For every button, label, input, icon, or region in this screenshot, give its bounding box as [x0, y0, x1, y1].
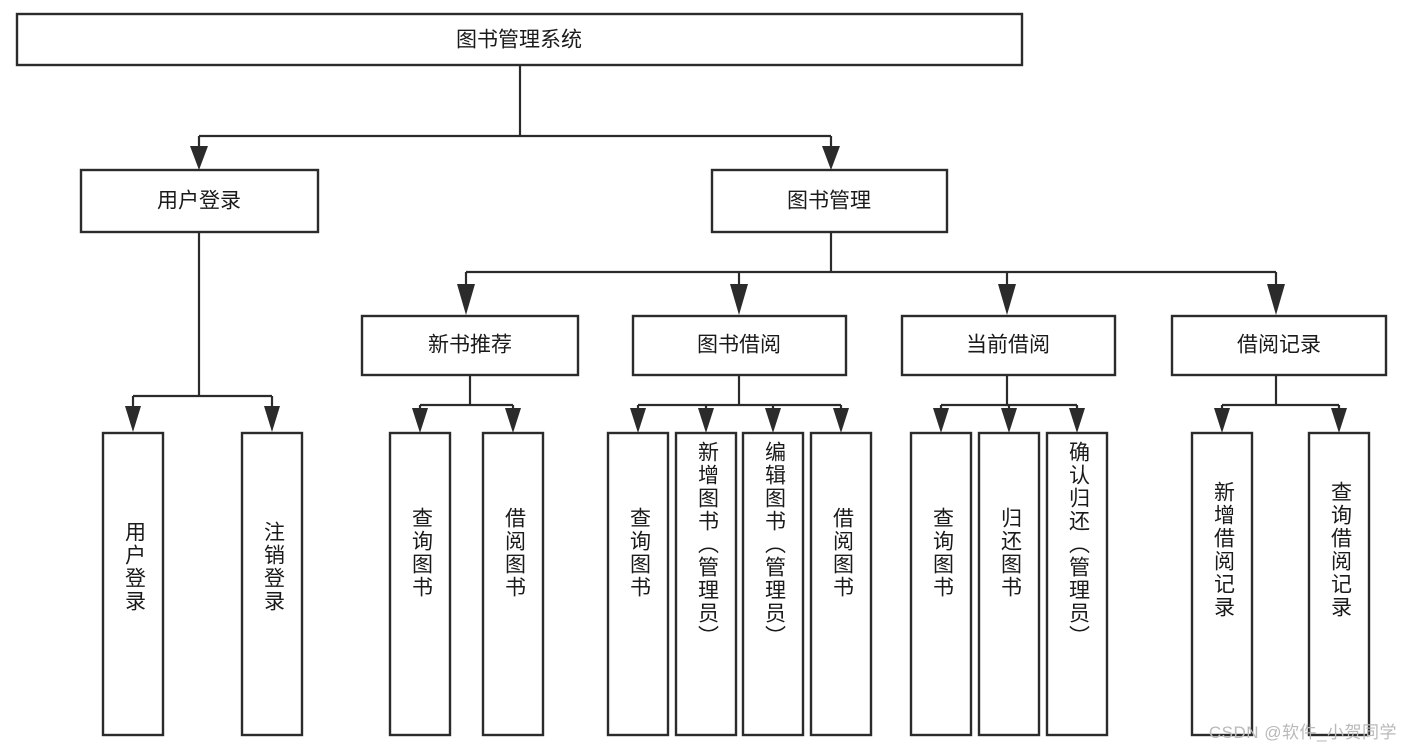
leaf-confirm-return-box[interactable]: [1045, 431, 1109, 737]
arrow-to-book-borrow: [730, 284, 748, 315]
node-user-login-label: 用户登录: [157, 190, 241, 213]
arrow-to-book-manage: [822, 146, 840, 170]
leaf-logout-box[interactable]: [240, 431, 304, 737]
arrow-to-leaf-borrow-book-1: [505, 408, 521, 433]
leaf-borrow-book-1-box[interactable]: [481, 431, 545, 737]
arrow-to-leaf-add-book: [698, 408, 714, 433]
arrow-to-new-book-rec: [457, 284, 475, 315]
node-user-login-box[interactable]: [79, 168, 320, 234]
edges-book-borrow-to-leaves: [630, 375, 849, 433]
leaf-edit-book-box[interactable]: [741, 431, 805, 737]
node-current-borrow[interactable]: 当前借阅: [900, 314, 1117, 377]
leaf-query-book-2-box[interactable]: [606, 431, 670, 737]
arrow-to-leaf-borrow-book-2: [833, 408, 849, 433]
arrow-to-leaf-logout: [264, 406, 280, 432]
leaf-add-book-box[interactable]: [674, 431, 738, 737]
node-borrow-record[interactable]: 借阅记录: [1170, 314, 1388, 377]
arrow-to-leaf-confirm-return: [1069, 408, 1085, 433]
watermark: CSDN @软件_小贺同学: [1208, 723, 1397, 742]
arrow-to-leaf-query-book-2: [630, 408, 646, 433]
edges-current-borrow-to-leaves: [933, 375, 1085, 433]
node-root[interactable]: 图书管理系统: [15, 12, 1024, 67]
edges-root-to-level1: [190, 65, 840, 170]
leaf-return-book-box[interactable]: [977, 431, 1041, 737]
leaf-user-login-box[interactable]: [101, 431, 165, 737]
node-borrow-record-label: 借阅记录: [1237, 334, 1321, 357]
node-book-manage[interactable]: 图书管理: [710, 168, 949, 234]
node-new-book-rec[interactable]: 新书推荐: [360, 314, 580, 377]
leaf-borrow-book-2-box[interactable]: [809, 431, 873, 737]
leaf-add-record-box[interactable]: [1190, 431, 1254, 737]
node-user-login[interactable]: 用户登录: [79, 168, 320, 234]
arrow-to-borrow-record: [1267, 284, 1285, 315]
arrow-to-leaf-query-record: [1331, 408, 1347, 433]
node-book-manage-box[interactable]: [710, 168, 949, 234]
node-borrow-record-box[interactable]: [1170, 314, 1388, 377]
node-book-borrow[interactable]: 图书借阅: [631, 314, 848, 377]
node-root-box[interactable]: [15, 12, 1024, 67]
edges-book-manage-to-level2: [457, 232, 1285, 315]
leaf-query-record-box[interactable]: [1307, 431, 1371, 737]
node-book-borrow-box[interactable]: [631, 314, 848, 377]
edges-new-book-rec-to-leaves: [412, 375, 521, 433]
node-new-book-rec-box[interactable]: [360, 314, 580, 377]
arrow-to-leaf-query-book-3: [933, 408, 949, 433]
arrow-to-current-borrow: [998, 284, 1016, 315]
node-root-label: 图书管理系统: [456, 29, 582, 52]
node-new-book-rec-label: 新书推荐: [428, 334, 512, 357]
leaf-query-book-3-box[interactable]: [909, 431, 973, 737]
node-current-borrow-box[interactable]: [900, 314, 1117, 377]
arrow-to-leaf-return-book: [1001, 408, 1017, 433]
node-current-borrow-label: 当前借阅: [966, 334, 1050, 357]
arrow-to-user-login: [190, 146, 208, 170]
arrow-to-leaf-edit-book: [765, 408, 781, 433]
leaf-boxes: [101, 431, 1371, 737]
node-book-borrow-label: 图书借阅: [697, 334, 781, 357]
edges-borrow-record-to-leaves: [1214, 375, 1347, 433]
leaf-query-book-1-box[interactable]: [388, 431, 452, 737]
arrow-to-leaf-query-book-1: [412, 408, 428, 433]
arrow-to-leaf-add-record: [1214, 408, 1230, 433]
edges-user-login-to-leaves: [125, 232, 280, 432]
node-book-manage-label: 图书管理: [787, 190, 871, 213]
arrow-to-leaf-user-login: [125, 406, 141, 432]
